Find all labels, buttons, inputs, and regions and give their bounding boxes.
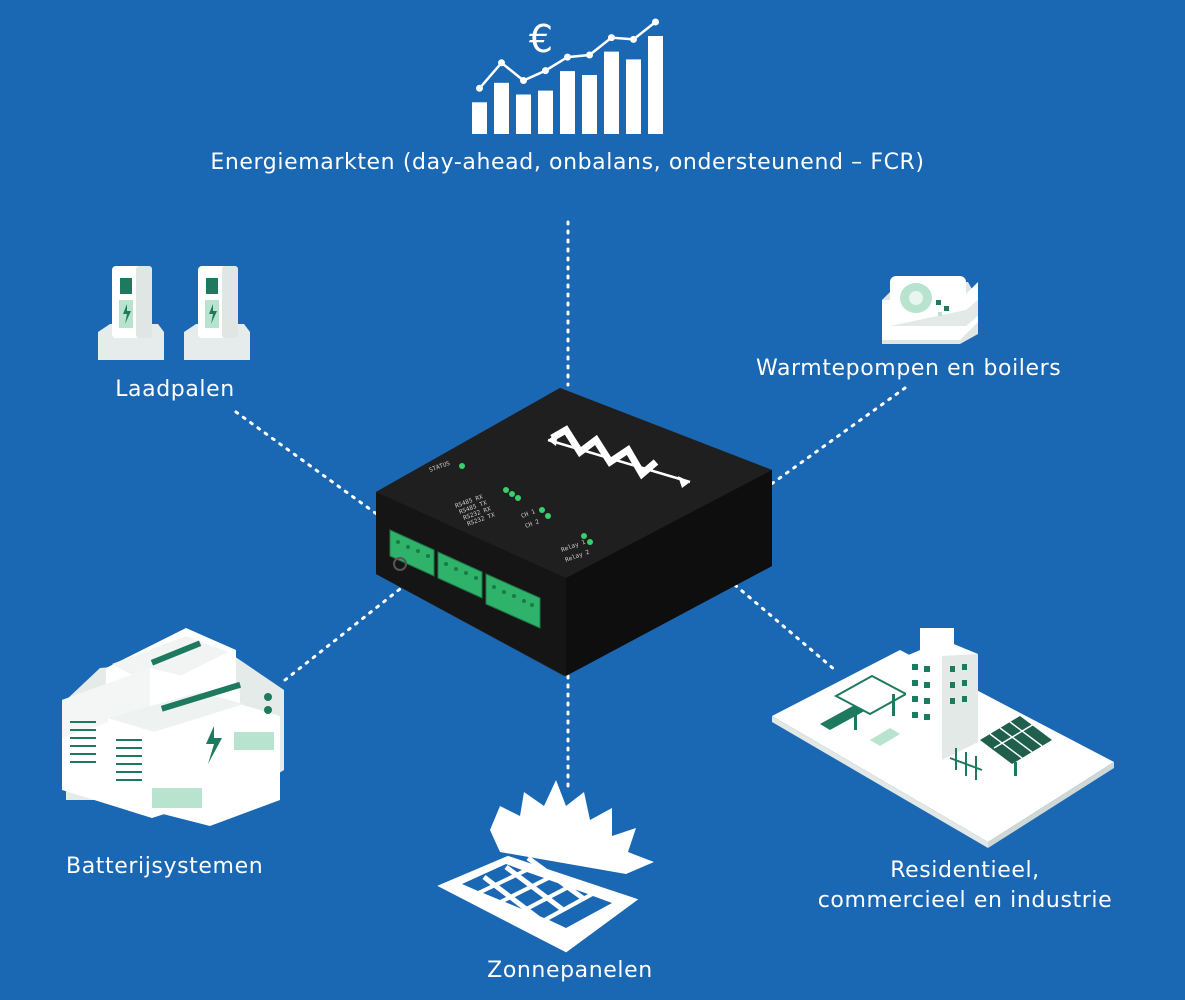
market-trend-dot — [630, 35, 637, 43]
market-bar — [604, 51, 619, 134]
label-batteries: Batterijsystemen — [66, 854, 264, 879]
market-bar — [538, 90, 553, 134]
battery-storage-icon — [62, 628, 284, 826]
market-trend-dot — [564, 53, 571, 61]
market-trend-dot — [608, 34, 615, 42]
market-bar — [494, 82, 509, 134]
label-sites-line2: commercieel en industrie — [817, 888, 1113, 913]
market-trend-dot — [498, 59, 505, 67]
market-trend-dot — [542, 67, 549, 75]
label-sites-line1: Residentieel, — [890, 858, 1040, 883]
label-chargers: Laadpalen — [115, 377, 235, 402]
heat-pump-icon — [882, 276, 978, 344]
ev-charger-icon — [98, 266, 250, 360]
market-trend-dot — [652, 18, 659, 26]
label-heatpumps: Warmtepompen en boilers — [756, 356, 1062, 381]
market-bar — [626, 59, 641, 134]
euro-symbol: € — [529, 17, 553, 61]
led-label-ch2: CH 2 — [524, 518, 540, 530]
connector-chargers — [234, 410, 380, 517]
market-trend-dot — [520, 77, 527, 84]
market-bar — [582, 75, 597, 134]
led-label-ch1: CH 1 — [520, 508, 536, 520]
market-bar — [648, 36, 663, 134]
market-bar — [472, 102, 487, 134]
buildings-icon — [772, 628, 1114, 848]
market-trend-dot — [476, 84, 483, 92]
market-bar — [560, 71, 575, 134]
label-solar: Zonnepanelen — [487, 958, 653, 983]
euro-bar-chart-icon: € — [472, 17, 663, 134]
solar-panel-icon — [437, 780, 654, 953]
label-markets: Energiemarkten (day-ahead, onbalans, ond… — [210, 150, 925, 175]
market-bar — [516, 94, 531, 134]
connector-batteries — [283, 583, 407, 682]
controller-device-icon: STATUS RS485 RX RS485 TX RS232 RX RS232 … — [376, 388, 772, 676]
connector-heatpumps — [768, 386, 907, 487]
market-trend-dot — [586, 51, 593, 59]
connector-sites — [733, 583, 837, 672]
